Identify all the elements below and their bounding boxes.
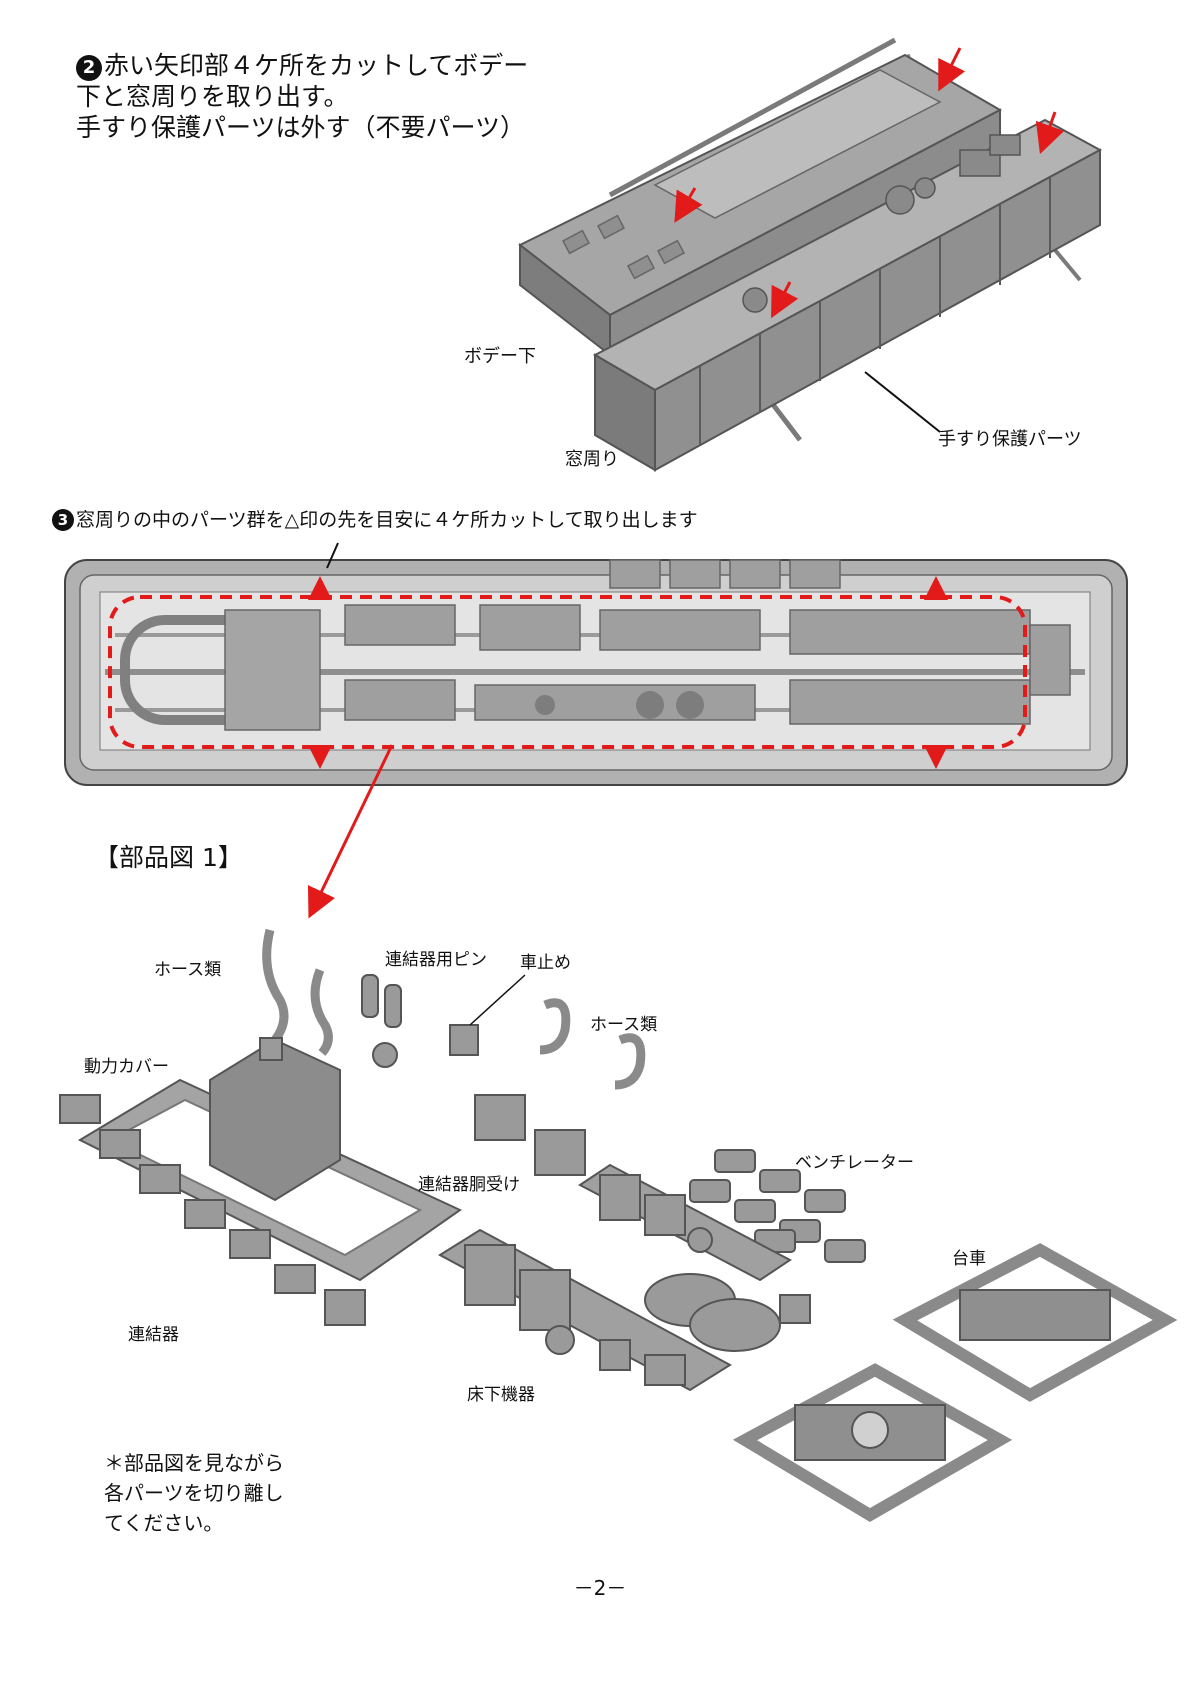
label-coupler-receiver: 連結器胴受け: [418, 1175, 520, 1195]
label-ventilator: ベンチレーター: [795, 1153, 914, 1173]
window-frame-sprue: [64, 542, 1128, 919]
page-number: －2－: [573, 1576, 627, 1600]
label-wheel-stop: 車止め: [520, 953, 571, 973]
cutting-note: ＊部品図を見ながら 各パーツを切り離し てください。: [104, 1448, 284, 1538]
note-line-1: ＊部品図を見ながら: [104, 1451, 284, 1475]
label-bogie: 台車: [952, 1249, 986, 1269]
label-hoses-2: ホース類: [590, 1015, 658, 1035]
label-hoses-1: ホース類: [154, 960, 222, 980]
step-3-number: 3: [52, 509, 74, 531]
label-coupler-pin: 連結器用ピン: [385, 950, 487, 970]
parts-diagram-title: 【部品図 1】: [94, 843, 243, 872]
label-window-frame: 窓周り: [565, 449, 619, 470]
note-line-3: てください。: [104, 1511, 224, 1535]
label-handrail-protector: 手すり保護パーツ: [938, 429, 1082, 450]
step-2-line-2: 下と窓周りを取り出す。: [76, 82, 349, 111]
top-sprue-illustration: [518, 37, 1103, 472]
step-2-text-1: 赤い矢印部４ケ所をカットしてボデー: [104, 51, 529, 80]
note-line-2: 各パーツを切り離し: [104, 1481, 284, 1505]
label-body-lower: ボデー下: [464, 346, 536, 367]
label-power-cover: 動力カバー: [84, 1057, 169, 1077]
step-2-line-3: 手すり保護パーツは外す（不要パーツ）: [76, 113, 526, 142]
label-coupler: 連結器: [128, 1325, 179, 1345]
step-3-text: 窓周りの中のパーツ群を△印の先を目安に４ケ所カットして取り出します: [76, 509, 698, 531]
step-2-number: 2: [76, 55, 102, 81]
parts-diagram: [59, 928, 1178, 1522]
label-underfloor: 床下機器: [467, 1385, 535, 1405]
